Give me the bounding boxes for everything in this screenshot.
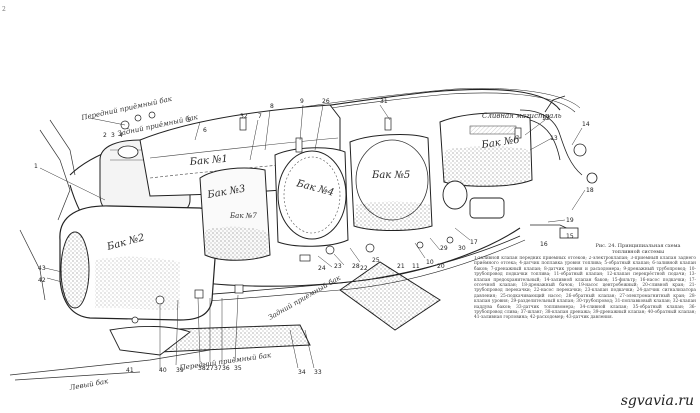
callout-40: 40 bbox=[159, 367, 167, 374]
callout-24: 24 bbox=[318, 265, 326, 272]
callout-2: 2 bbox=[103, 132, 107, 139]
callout-22: 22 bbox=[360, 265, 368, 272]
callout-30: 30 bbox=[458, 245, 466, 252]
callout-35: 35 bbox=[234, 365, 242, 372]
tank-5-label: Бак №5 bbox=[371, 170, 410, 181]
callout-39: 39 bbox=[176, 367, 184, 374]
callout-28: 28 bbox=[352, 263, 360, 270]
callout-23: 23 bbox=[334, 263, 342, 270]
figure-caption-body: 1-заливной клапан передних приёмных отсе… bbox=[474, 256, 696, 321]
rear-receiver-lower-label: Задний приёмный бак bbox=[267, 273, 343, 321]
tank-6 bbox=[439, 112, 533, 187]
callout-10: 10 bbox=[426, 259, 434, 266]
callout-34: 34 bbox=[298, 369, 306, 376]
callout-42: 42 bbox=[38, 277, 46, 284]
callout-38: 38 bbox=[198, 365, 206, 372]
tank-1-label: Бак №1 bbox=[188, 154, 228, 168]
callout-4: 4 bbox=[119, 132, 123, 139]
callout-15: 15 bbox=[566, 233, 574, 240]
callout-27: 27 bbox=[206, 365, 214, 372]
callout-16: 16 bbox=[540, 241, 548, 248]
callout-5: 5 bbox=[187, 117, 191, 124]
callout-20: 20 bbox=[437, 263, 445, 270]
wing-tank-label: Левый бак bbox=[68, 377, 110, 392]
figure-caption-title: Рис. 24. Принципиальная схема топливной … bbox=[595, 243, 681, 255]
callout-32: 32 bbox=[240, 113, 248, 120]
callout-17: 17 bbox=[470, 239, 478, 246]
tank-7-label: Бак №7 bbox=[229, 212, 257, 220]
tank-3 bbox=[199, 167, 271, 261]
callout-33: 33 bbox=[314, 369, 322, 376]
wing-outline bbox=[9, 119, 211, 381]
front-receiver-tank-label: Передний приёмный бак bbox=[80, 95, 174, 122]
callout-25: 25 bbox=[372, 257, 380, 264]
callout-9: 9 bbox=[300, 98, 304, 105]
callout-14: 14 bbox=[582, 121, 590, 128]
callout-26: 26 bbox=[322, 98, 330, 105]
tank-5 bbox=[349, 134, 433, 231]
callout-29: 29 bbox=[440, 245, 448, 252]
fittings bbox=[120, 111, 522, 324]
rear-receiver-tank bbox=[442, 180, 505, 219]
callout-7: 7 bbox=[258, 113, 262, 120]
watermark: sgvavia.ru bbox=[620, 393, 694, 409]
callout-43: 43 bbox=[38, 265, 46, 272]
callout-21: 21 bbox=[397, 263, 405, 270]
callout-18: 18 bbox=[586, 187, 594, 194]
tank-2 bbox=[59, 205, 218, 321]
callout-8: 8 bbox=[270, 103, 274, 110]
callout-6: 6 bbox=[203, 127, 207, 134]
callout-37: 37 bbox=[214, 365, 222, 372]
supply-line-label: Сливная магистраль bbox=[482, 112, 562, 120]
callout-numbers: 1 2 3 4 5 6 7 8 9 10 11 12 13 14 15 16 1… bbox=[34, 98, 594, 376]
callout-31: 31 bbox=[380, 98, 388, 105]
tank-4 bbox=[274, 147, 349, 247]
wing-tanks bbox=[109, 261, 441, 356]
callout-11: 11 bbox=[412, 263, 420, 270]
callout-36: 36 bbox=[222, 365, 230, 372]
leader-lines bbox=[39, 104, 586, 370]
margin-mark: 2 bbox=[2, 6, 6, 13]
callout-13: 13 bbox=[550, 135, 558, 142]
callout-3: 3 bbox=[111, 132, 115, 139]
callout-1: 1 bbox=[34, 163, 38, 170]
callout-12: 12 bbox=[542, 115, 550, 122]
callout-19: 19 bbox=[566, 217, 574, 224]
callout-41: 41 bbox=[126, 367, 134, 374]
rear-piping bbox=[519, 95, 598, 239]
